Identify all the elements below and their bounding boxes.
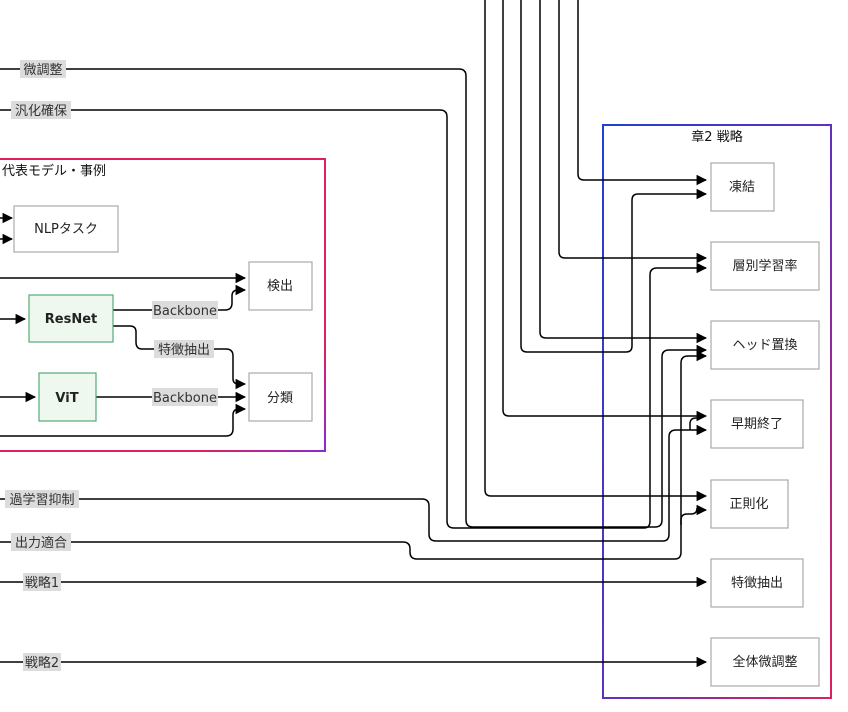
node-resnet[interactable]: ResNet (28, 294, 114, 343)
label-strategy1: 戦略1 (25, 575, 59, 591)
node-nlp[interactable]: NLPタスク (13, 205, 119, 253)
node-classify[interactable]: 分類 (248, 372, 313, 422)
group-right-title: 章2 戦略 (691, 129, 742, 145)
node-layerwise-lr[interactable]: 層別学習率 (710, 241, 820, 291)
edge-output-fit-branch (680, 504, 708, 525)
node-freeze[interactable]: 凍結 (710, 162, 775, 212)
label-vit-backbone: Backbone (153, 391, 217, 406)
node-feat-extract[interactable]: 特徴抽出 (710, 558, 804, 608)
node-head-swap[interactable]: ヘッド置換 (710, 320, 820, 370)
node-feat-extract-label: 特徴抽出 (731, 576, 783, 591)
node-full-ft[interactable]: 全体微調整 (710, 637, 820, 687)
label-output-fit: 出力適合 (15, 535, 67, 551)
edge-crossing-freeze (520, 0, 708, 353)
edge-to-headswap (539, 0, 708, 344)
node-early-stop[interactable]: 早期終了 (710, 399, 804, 449)
node-vit[interactable]: ViT (38, 372, 97, 422)
edge-to-layerwise (558, 0, 708, 264)
edge-into-classify-bottom (0, 403, 247, 437)
group-left-title: 代表モデル・事例 (2, 163, 106, 179)
label-strategy2: 戦略2 (25, 655, 59, 671)
edge-fine-tune (0, 68, 708, 528)
label-resnet-feat: 特徴抽出 (158, 343, 210, 358)
node-vit-label: ViT (55, 391, 78, 406)
node-classify-label: 分類 (267, 391, 293, 406)
node-early-stop-label: 早期終了 (731, 416, 783, 432)
group-right-border (602, 124, 832, 699)
label-overfit: 過学習抑制 (9, 492, 74, 508)
nodes: NLPタスク 検出 ResNet ViT 分類 凍結 層別学習率 (13, 162, 820, 687)
edge-to-regularize (484, 0, 708, 502)
edge-overfit (0, 424, 708, 542)
edge-to-earlystop (502, 0, 708, 422)
node-layerwise-lr-label: 層別学習率 (732, 258, 797, 274)
label-resnet-backbone: Backbone (153, 304, 217, 319)
group-left-border (0, 158, 326, 452)
node-full-ft-label: 全体微調整 (732, 654, 797, 670)
node-detect[interactable]: 検出 (248, 261, 313, 311)
edge-generalize (0, 109, 708, 529)
group-right-strategies: 章2 戦略 (602, 124, 832, 699)
edge-resnet-detect (113, 284, 247, 311)
label-fine-tune: 微調整 (23, 63, 62, 78)
node-regularize-label: 正則化 (729, 497, 768, 512)
edge-to-freeze (577, 0, 708, 186)
node-nlp-label: NLPタスク (34, 222, 98, 237)
edge-output-fit (0, 350, 708, 560)
label-generalize: 汎化確保 (15, 103, 67, 119)
group-left-models: 代表モデル・事例 (0, 158, 326, 452)
edge-labels: 微調整 汎化確保 Backbone 特徴抽出 Backbone 過学習抑制 出力… (5, 60, 218, 671)
node-resnet-label: ResNet (45, 312, 97, 327)
node-detect-label: 検出 (267, 279, 293, 294)
node-head-swap-label: ヘッド置換 (732, 338, 797, 353)
node-regularize[interactable]: 正則化 (710, 479, 789, 529)
edge-detect-branch (689, 417, 700, 430)
node-freeze-label: 凍結 (729, 179, 755, 195)
